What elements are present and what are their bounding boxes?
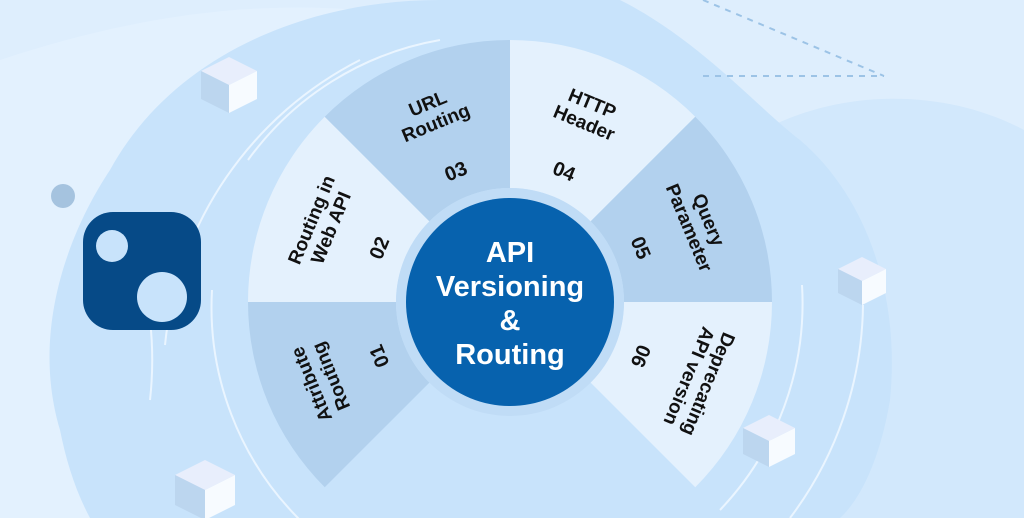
segment-04 [510, 40, 696, 222]
cube-face [743, 428, 769, 467]
orbit-line [210, 289, 300, 518]
cube-face [201, 71, 229, 113]
cube-face [862, 269, 886, 305]
cube-face [175, 475, 205, 518]
center-circle [406, 198, 614, 406]
segment-03 [324, 40, 510, 222]
segment-01 [248, 302, 430, 488]
orbit-line [247, 39, 441, 161]
dot-icon [51, 184, 75, 208]
nuget-logo-icon [83, 212, 201, 330]
cube-icon [743, 415, 795, 467]
segment-05 [590, 116, 772, 302]
orbit-lines [149, 39, 864, 518]
cube-icon [201, 57, 257, 113]
center-title-line-2: Versioning [436, 271, 584, 303]
cube-icon [175, 460, 235, 518]
orbit-line [719, 284, 804, 511]
center-title-line-1: API [486, 237, 534, 269]
center-title-line-4: Routing [455, 339, 565, 371]
cube-face [769, 428, 795, 467]
cube-face [229, 71, 257, 113]
orbit-line [789, 304, 864, 518]
cube-face [205, 475, 235, 518]
cubes [175, 57, 886, 518]
center-hub: API Versioning & Routing [396, 188, 624, 416]
dashed-line [702, 0, 885, 77]
segment-06 [590, 302, 772, 488]
cube-icon [838, 257, 886, 305]
segment-02 [248, 116, 430, 302]
cube-face [838, 269, 862, 305]
center-title-line-3: & [500, 305, 521, 337]
